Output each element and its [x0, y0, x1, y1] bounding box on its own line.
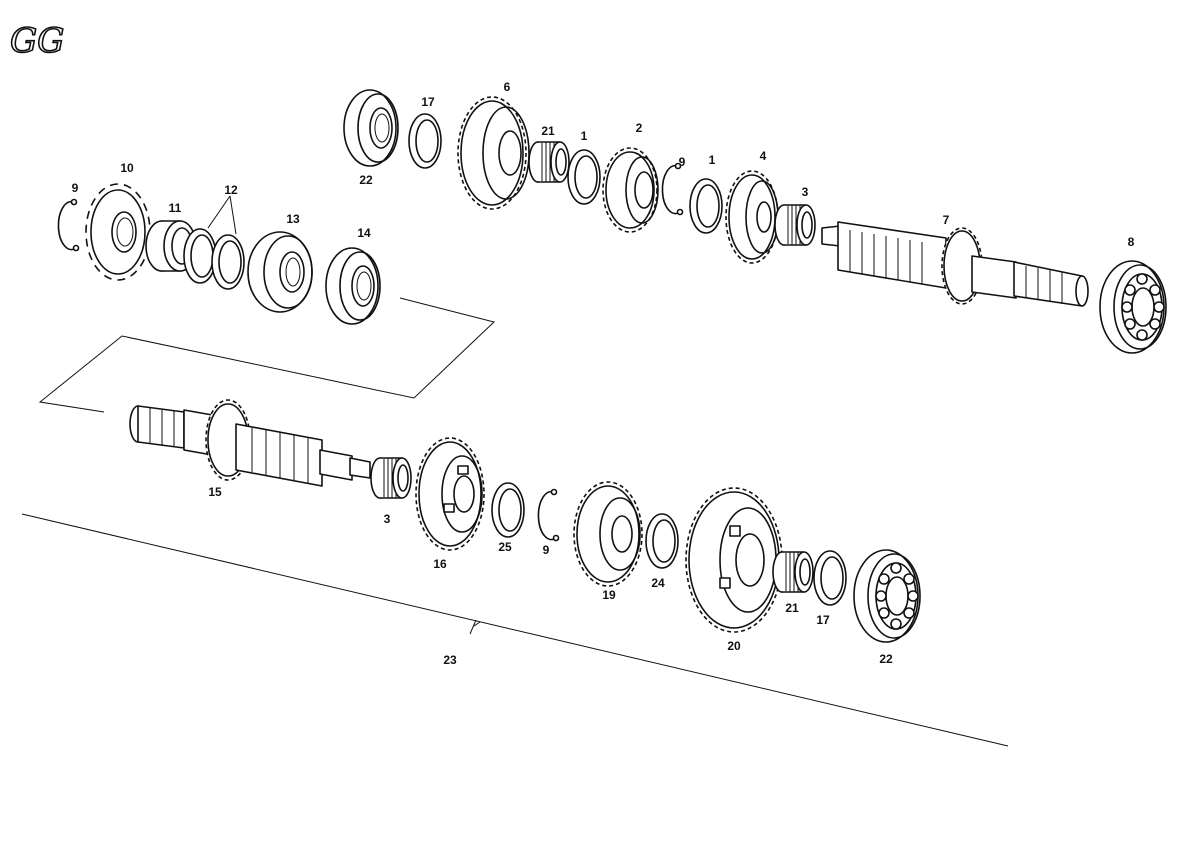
part-17-washer-upper	[408, 113, 442, 169]
label-4: 4	[760, 149, 767, 163]
part-22-seal-upper	[343, 89, 399, 167]
part-21-needle-lower	[772, 551, 814, 593]
label-22-lower: 22	[879, 652, 893, 666]
svg-text:GG: GG	[10, 21, 64, 61]
part-20-gear	[685, 487, 783, 633]
part-21-needle-upper	[528, 141, 570, 183]
part-12-leader	[207, 195, 237, 235]
label-23: 23	[443, 653, 457, 667]
label-17-upper: 17	[421, 95, 435, 109]
label-19: 19	[602, 588, 616, 602]
label-24: 24	[651, 576, 665, 590]
label-10: 10	[120, 161, 134, 175]
part-12-washer-a	[183, 228, 217, 284]
part-labels: 22 17 6 21 1 2 9 1 4 3 7 8 9 10 11 12 13…	[72, 80, 1135, 667]
part-16-gear	[415, 437, 485, 551]
label-21-lower: 21	[785, 601, 799, 615]
label-9-lower: 9	[543, 543, 550, 557]
label-15: 15	[208, 485, 222, 499]
label-1-b: 1	[709, 153, 716, 167]
label-11: 11	[169, 201, 182, 215]
part-12-washer-b	[211, 234, 245, 290]
label-14: 14	[357, 226, 371, 240]
part-22-bearing-lower	[853, 549, 921, 643]
part-25-washer	[491, 482, 525, 538]
part-4-gear	[725, 170, 779, 264]
label-9-upper: 9	[679, 155, 686, 169]
part-17-washer-lower	[813, 550, 847, 606]
part-9-circlip-lower	[537, 488, 560, 542]
part-10-sprocket	[85, 183, 151, 281]
part-3-needle-lower	[370, 457, 412, 499]
part-7-mainshaft	[821, 221, 1089, 307]
label-22-upper: 22	[359, 173, 373, 187]
part-24-washer	[645, 513, 679, 569]
part-19-gear	[573, 481, 643, 587]
part-1-washer-a	[567, 149, 601, 205]
part-13-seal	[247, 231, 313, 313]
part-9-circlip-upper	[661, 162, 684, 216]
label-6: 6	[504, 80, 511, 94]
label-3-upper: 3	[802, 185, 809, 199]
part-3-needle-upper	[774, 204, 816, 246]
part-15-countershaft	[129, 399, 371, 487]
label-21-upper: 21	[541, 124, 555, 138]
label-3-lower: 3	[384, 512, 391, 526]
gasgas-logo: GG	[9, 20, 65, 62]
part-14-seal	[325, 247, 381, 325]
part-6-gear	[457, 96, 530, 210]
label-1-a: 1	[581, 129, 588, 143]
label-9-left: 9	[72, 181, 79, 195]
label-12: 12	[224, 183, 238, 197]
label-25: 25	[498, 540, 512, 554]
part-2-gear	[602, 147, 659, 233]
label-17-lower: 17	[816, 613, 830, 627]
part-1-washer-b	[689, 178, 723, 234]
label-7: 7	[943, 213, 950, 227]
label-8: 8	[1128, 235, 1135, 249]
part-8-bearing-upper	[1099, 260, 1167, 354]
group-outline	[21, 297, 1009, 747]
assembly-bracket-line-23	[21, 513, 1009, 747]
label-20: 20	[727, 639, 741, 653]
label-2: 2	[636, 121, 643, 135]
label-16: 16	[433, 557, 447, 571]
part-9-circlip-left	[57, 198, 80, 252]
label-13: 13	[286, 212, 300, 226]
